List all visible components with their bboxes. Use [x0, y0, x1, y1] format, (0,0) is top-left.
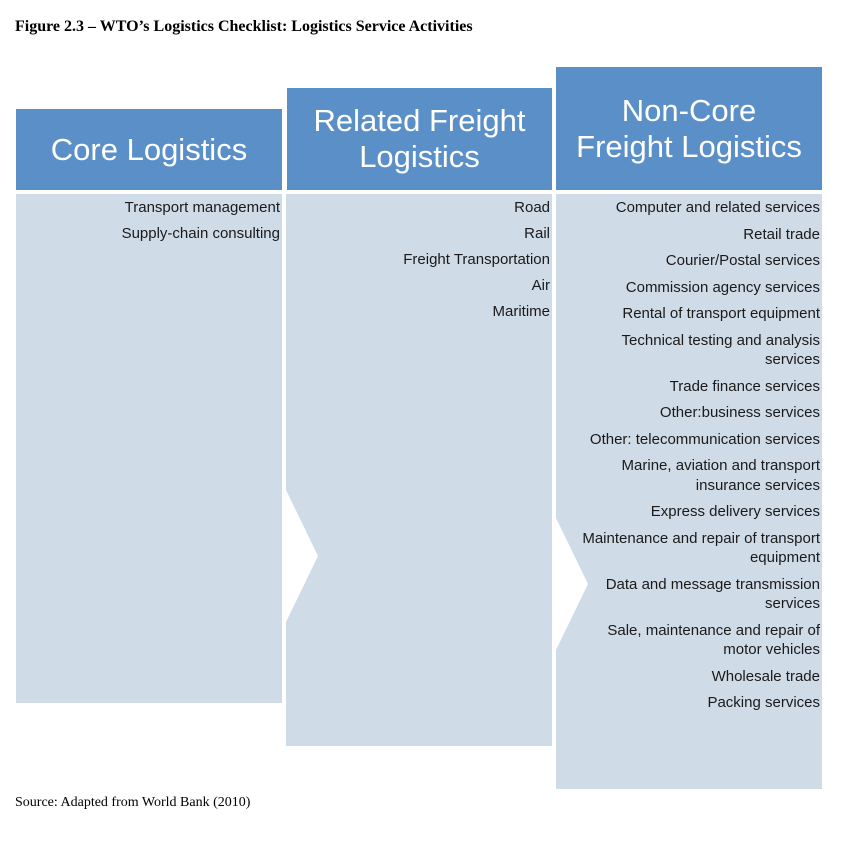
source-note: Source: Adapted from World Bank (2010)	[15, 795, 251, 810]
column-header-related: Related Freight Logistics	[287, 88, 552, 190]
list-item: Supply-chain consulting	[121, 225, 280, 242]
list-item: Data and message transmission services	[605, 575, 820, 613]
list-item: Transport management	[124, 199, 280, 216]
list-item: Technical testing and analysis services	[621, 331, 820, 369]
column-body-noncore	[556, 194, 822, 789]
list-item: Express delivery services	[650, 503, 820, 520]
list-item: Marine, aviation and transport insurance…	[621, 457, 820, 494]
list-item: Trade finance services	[669, 377, 820, 395]
list-item: Sale, maintenance and repair of motor ve…	[607, 621, 820, 659]
list-item: Maritime	[492, 303, 550, 320]
column-header-noncore: Non-Core Freight Logistics	[556, 67, 822, 190]
related-freight-list: Road Rail Freight Transportation Air Mar…	[300, 198, 550, 328]
list-item: Computer and related services	[615, 199, 820, 216]
list-item: Road	[514, 199, 550, 216]
list-item: Air	[531, 277, 550, 294]
list-item: Other:business services	[659, 404, 820, 421]
list-item: Other: telecommunication services	[589, 430, 820, 448]
noncore-freight-list: Computer and related services Retail tra…	[570, 198, 820, 720]
core-logistics-list: Transport management Supply-chain consul…	[20, 198, 280, 250]
column-header-core: Core Logistics	[16, 109, 282, 190]
figure-title: Figure 2.3 – WTO’s Logistics Checklist: …	[15, 18, 473, 35]
list-item: Courier/Postal services	[665, 252, 820, 269]
list-item: Rental of transport equipment	[622, 305, 820, 322]
list-item: Packing services	[707, 694, 820, 711]
column-body-core	[16, 194, 282, 703]
list-item: Retail trade	[743, 225, 820, 243]
list-item: Freight Transportation	[403, 251, 550, 268]
list-item: Rail	[524, 225, 550, 242]
column-body-related	[286, 194, 552, 746]
list-item: Commission agency services	[625, 278, 820, 296]
list-item: Wholesale trade	[711, 667, 820, 685]
list-item: Maintenance and repair of transport equi…	[582, 529, 820, 567]
